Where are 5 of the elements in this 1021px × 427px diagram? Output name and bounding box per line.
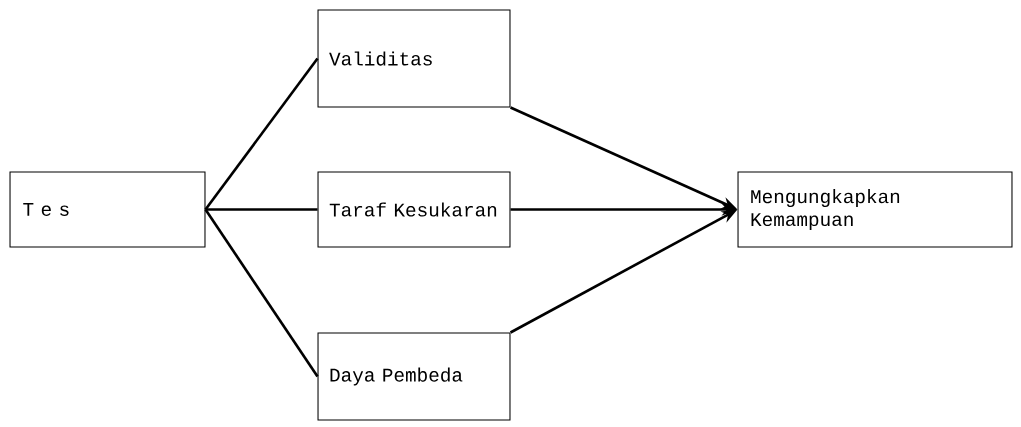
- process-box: Mengungkapkan Kemampuan: [737, 171, 1013, 248]
- process-box: Daya Pembeda: [317, 332, 511, 421]
- process-box: T e s: [9, 171, 206, 248]
- process-box: Validitas: [317, 9, 511, 108]
- process-box: Taraf Kesukaran: [317, 171, 511, 248]
